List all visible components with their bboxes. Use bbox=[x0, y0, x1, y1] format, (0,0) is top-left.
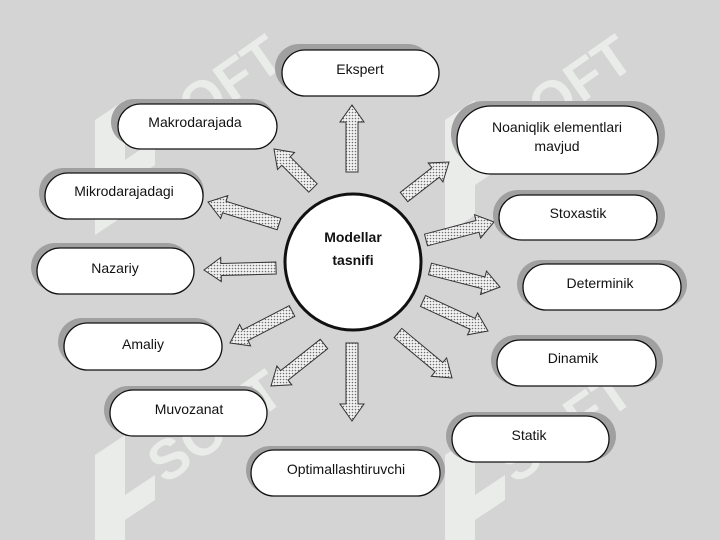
arrow-to-noaniqlik bbox=[399, 161, 450, 203]
node-label: Amaliy bbox=[122, 336, 164, 352]
arrow-to-ekspert bbox=[339, 104, 365, 173]
node-label: Stoxastik bbox=[550, 205, 608, 221]
center-title-line2: tasnifi bbox=[332, 252, 373, 268]
logo-mark-icon bbox=[95, 435, 155, 540]
arrow-to-muvozanat bbox=[270, 338, 329, 387]
center-node: Modellar tasnifi bbox=[283, 192, 423, 332]
node-optimallashtiruvchi: Optimallashtiruvchi bbox=[246, 446, 445, 497]
node-label: Determinik bbox=[567, 275, 635, 291]
arrows-group bbox=[203, 104, 501, 422]
node-noaniqlik: Noaniqlik elementlari mavjud bbox=[451, 101, 665, 175]
node-stoxastik: Stoxastik bbox=[493, 190, 665, 241]
node-dinamik: Dinamik bbox=[491, 335, 663, 387]
node-label: Optimallashtiruvchi bbox=[287, 461, 405, 477]
node-label: Mikrodarajadagi bbox=[74, 183, 174, 199]
node-label: Muvozanat bbox=[155, 401, 224, 417]
node-label: Nazariy bbox=[91, 260, 138, 276]
node-amaliy: Amaliy bbox=[58, 318, 223, 371]
node-ekspert: Ekspert bbox=[275, 44, 440, 97]
logo-mark-icon bbox=[445, 435, 505, 540]
node-label-line2: mavjud bbox=[534, 138, 579, 154]
arrow-to-stoxastik bbox=[423, 213, 495, 247]
arrow-to-nazariy bbox=[203, 256, 277, 283]
node-nazariy: Nazariy bbox=[31, 243, 195, 295]
node-label: Dinamik bbox=[548, 350, 600, 366]
arrow-to-determinik bbox=[427, 262, 501, 296]
arrow-to-dinamik bbox=[419, 294, 489, 336]
arrow-to-statik bbox=[393, 327, 453, 379]
arrow-to-amaliy bbox=[229, 305, 296, 347]
node-label-line1: Noaniqlik elementlari bbox=[492, 119, 622, 135]
node-label: Ekspert bbox=[336, 61, 384, 77]
arrow-to-makrodarajada bbox=[273, 148, 318, 193]
node-determinik: Determinik bbox=[517, 260, 687, 311]
node-makrodarajada: Makrodarajada bbox=[111, 99, 278, 150]
node-label: Statik bbox=[511, 427, 547, 443]
node-label: Makrodarajada bbox=[148, 114, 242, 130]
node-statik: Statik bbox=[446, 412, 616, 463]
arrow-to-optimallashtiruvchi bbox=[339, 342, 365, 422]
arrow-to-mikrodarajadagi bbox=[207, 194, 282, 231]
node-muvozanat: Muvozanat bbox=[104, 386, 268, 437]
node-mikrodarajadagi: Mikrodarajadagi bbox=[39, 168, 204, 220]
center-title-line1: Modellar bbox=[324, 229, 382, 245]
